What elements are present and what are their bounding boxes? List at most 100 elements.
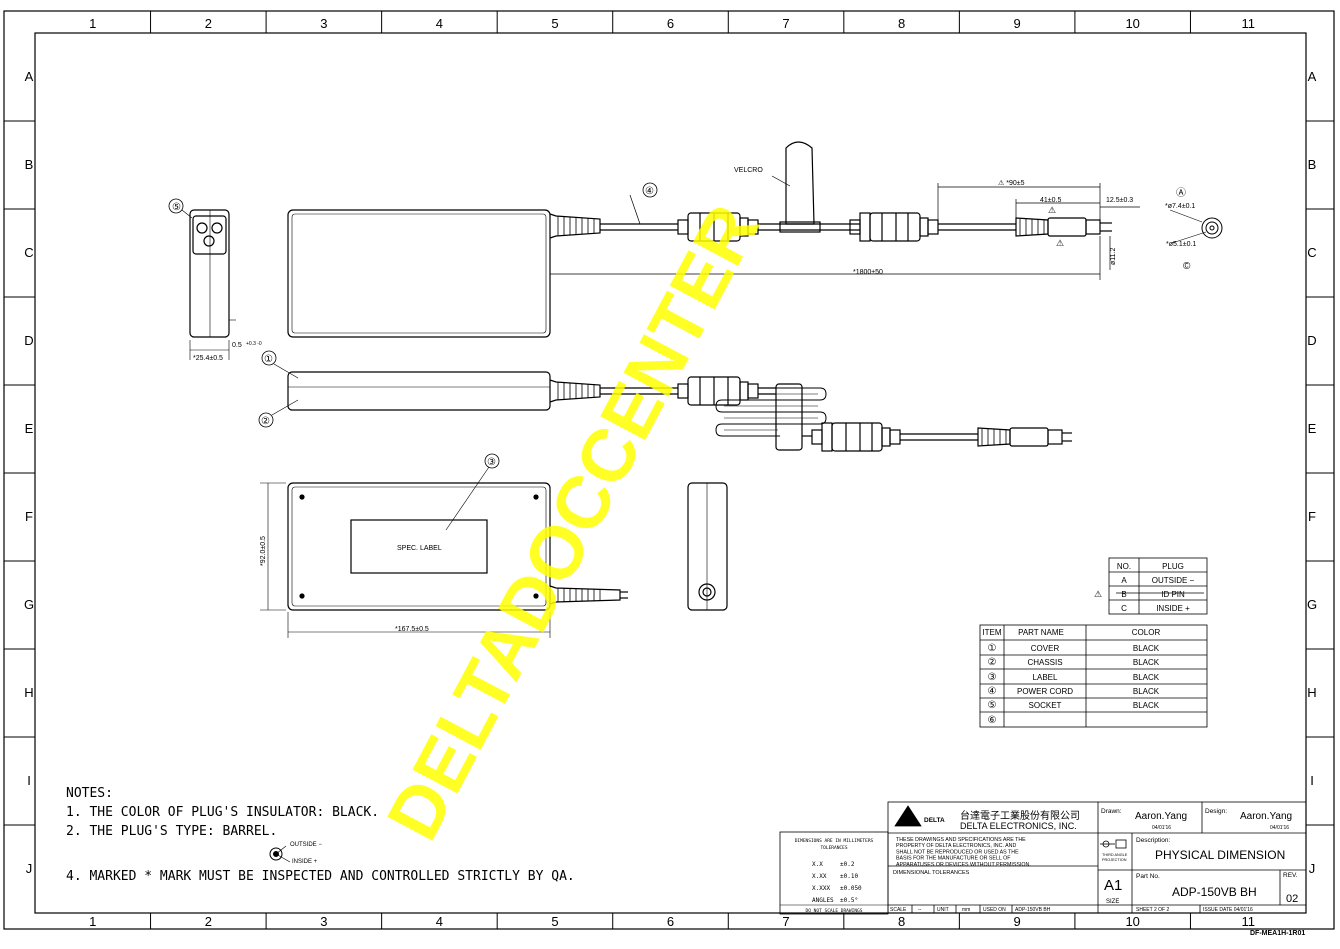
grid-row-right-A: A (1308, 69, 1317, 84)
used-on-value: ADP-150VB BH (1015, 907, 1051, 913)
grid-col-bottom-9: 9 (1014, 914, 1021, 929)
plug-row-b-name: ID PIN (1161, 590, 1185, 599)
grid-row-left-E: E (25, 421, 34, 436)
grid-row-right-I: I (1310, 773, 1314, 788)
grid-col-bottom-8: 8 (898, 914, 905, 929)
watermark: DELTADOCCENTER (371, 192, 775, 853)
design-name: Aaron.Yang (1240, 811, 1292, 822)
plug-row-b-no: B (1121, 590, 1126, 599)
tolerance-footer: DO NOT SCALE DRAWINGS (806, 908, 863, 914)
triangle-mark: ⚠ (1056, 238, 1064, 248)
projection-line-1: THIRD ANGLE (1102, 853, 1128, 857)
grid-row-left-J: J (26, 861, 33, 876)
unit-value: mm (962, 907, 970, 913)
triangle-mark-2: ⚠ (1048, 205, 1056, 215)
width-92-dim: *92.0±0.5 (260, 536, 267, 566)
parts-row-color: BLACK (1133, 644, 1160, 653)
drawn-date: 04/01'16 (1152, 825, 1171, 831)
cord-length-dim: *1800±50 (853, 269, 883, 276)
parts-row-name: COVER (1031, 644, 1060, 653)
issue-date: ISSUE DATE 04/01'16 (1203, 907, 1253, 913)
plug-end-view (1169, 209, 1223, 244)
used-on-label: USED ON (983, 907, 1006, 913)
scale-value: -- (918, 907, 922, 913)
scale-label: SCALE (890, 907, 907, 913)
grid-col-bottom-7: 7 (782, 914, 789, 929)
tolerance-row-value: ±0.10 (840, 873, 858, 880)
parts-row-item: ⑤ (988, 700, 997, 711)
grid-col-top-2: 2 (205, 16, 212, 31)
company-en: DELTA ELECTRONICS, INC. (960, 821, 1077, 831)
tolerance-box: DIMENSIONS ARE IN MILLIMETERS TOLERANCES… (779, 831, 889, 915)
tolerance-row-label: ANGLES (812, 897, 834, 904)
parts-row-item: ② (988, 657, 997, 668)
grid-col-bottom-1: 1 (89, 914, 96, 929)
drawn-name: Aaron.Yang (1135, 811, 1187, 822)
design-date: 04/01'16 (1270, 825, 1289, 831)
grid-row-left-I: I (27, 773, 31, 788)
parts-row-name: POWER CORD (1017, 687, 1073, 696)
callout-c: © (1183, 261, 1191, 272)
grid-col-bottom-3: 3 (320, 914, 327, 929)
grid-col-top-11: 11 (1241, 16, 1255, 31)
callout-3: ③ (487, 457, 496, 468)
thickness-tol: +0.3 -0 (246, 341, 262, 347)
size-label: SIZE (1106, 899, 1119, 905)
adapter-side-view (258, 350, 1072, 452)
note-2: 2. THE PLUG'S TYPE: BARREL. (66, 824, 278, 839)
grid-row-left-B: B (25, 157, 34, 172)
grid-col-bottom-11: 11 (1241, 914, 1255, 929)
grid-row-left-H: H (24, 685, 33, 700)
parts-row-name: LABEL (1033, 673, 1058, 682)
grid-col-top-6: 6 (667, 16, 674, 31)
angle-dim: ⚠ *90±5 (998, 179, 1025, 187)
plug-row-b-triangle: ⚠ (1094, 589, 1102, 599)
dim-tol-title: DIMENSIONAL TOLERANCES (893, 870, 970, 876)
grid-row-right-E: E (1308, 421, 1317, 436)
tolerance-row-label: X.XX (812, 873, 827, 880)
adapter-bottom-view (260, 453, 628, 638)
description-value: PHYSICAL DIMENSION (1155, 848, 1285, 862)
tolerance-row-value: ±0.050 (840, 885, 862, 892)
rev-value: 02 (1286, 893, 1298, 905)
parts-header-name: PART NAME (1018, 628, 1064, 637)
rev-label: REV. (1283, 872, 1298, 879)
parts-row-name: CHASSIS (1027, 658, 1062, 667)
parts-row-item: ③ (988, 672, 997, 683)
grid-col-top-9: 9 (1014, 16, 1021, 31)
parts-header-item: ITEM (982, 628, 1001, 637)
length-12-dim: 12.5±0.3 (1106, 197, 1133, 204)
drawn-label: Drawn: (1101, 808, 1122, 815)
part-no-value: ADP-150VB BH (1172, 885, 1257, 899)
dia-11-dim: ø11.2 (1110, 248, 1117, 265)
length-41-dim: 41±0.5 (1040, 197, 1061, 204)
parts-row-name: SOCKET (1029, 701, 1062, 710)
plug-table-header-plug: PLUG (1162, 562, 1184, 571)
title-block (887, 801, 1307, 914)
callout-4: ④ (645, 186, 654, 197)
polarity-outside: OUTSIDE − (290, 842, 322, 848)
grid-col-bottom-6: 6 (667, 914, 674, 929)
design-label: Design: (1205, 808, 1227, 815)
grid-row-left-C: C (24, 245, 33, 260)
grid-row-left-G: G (24, 597, 34, 612)
tolerance-title-2: TOLERANCES (820, 845, 847, 851)
parts-row-color: BLACK (1133, 701, 1160, 710)
note-4: 4. MARKED * MARK MUST BE INSPECTED AND C… (66, 869, 575, 884)
legal-notice-line: BASIS FOR THE MANUFACTURE OR SELL OF (896, 856, 1011, 862)
plug-row-a-no: A (1121, 576, 1127, 585)
plug-row-c-no: C (1121, 604, 1127, 613)
spec-label: SPEC. LABEL (397, 545, 442, 552)
tolerance-row-value: ±0.5° (840, 897, 858, 904)
unit-label: UNIT (937, 907, 949, 913)
callout-2: ② (261, 416, 270, 427)
tolerance-title-1: DIMENSIONS ARE IN MILLIMETERS (795, 838, 874, 844)
grid-col-top-8: 8 (898, 16, 905, 31)
description-label: Description: (1136, 837, 1171, 844)
grid-col-top-10: 10 (1125, 16, 1139, 31)
grid-col-bottom-4: 4 (436, 914, 443, 929)
grid-col-top-1: 1 (89, 16, 96, 31)
grid-row-left-A: A (25, 69, 34, 84)
parts-row-item: ⑥ (988, 715, 997, 726)
legal-notice-line: APPARATUSES OR DEVICES WITHOUT PERMISSIO… (896, 862, 1031, 868)
